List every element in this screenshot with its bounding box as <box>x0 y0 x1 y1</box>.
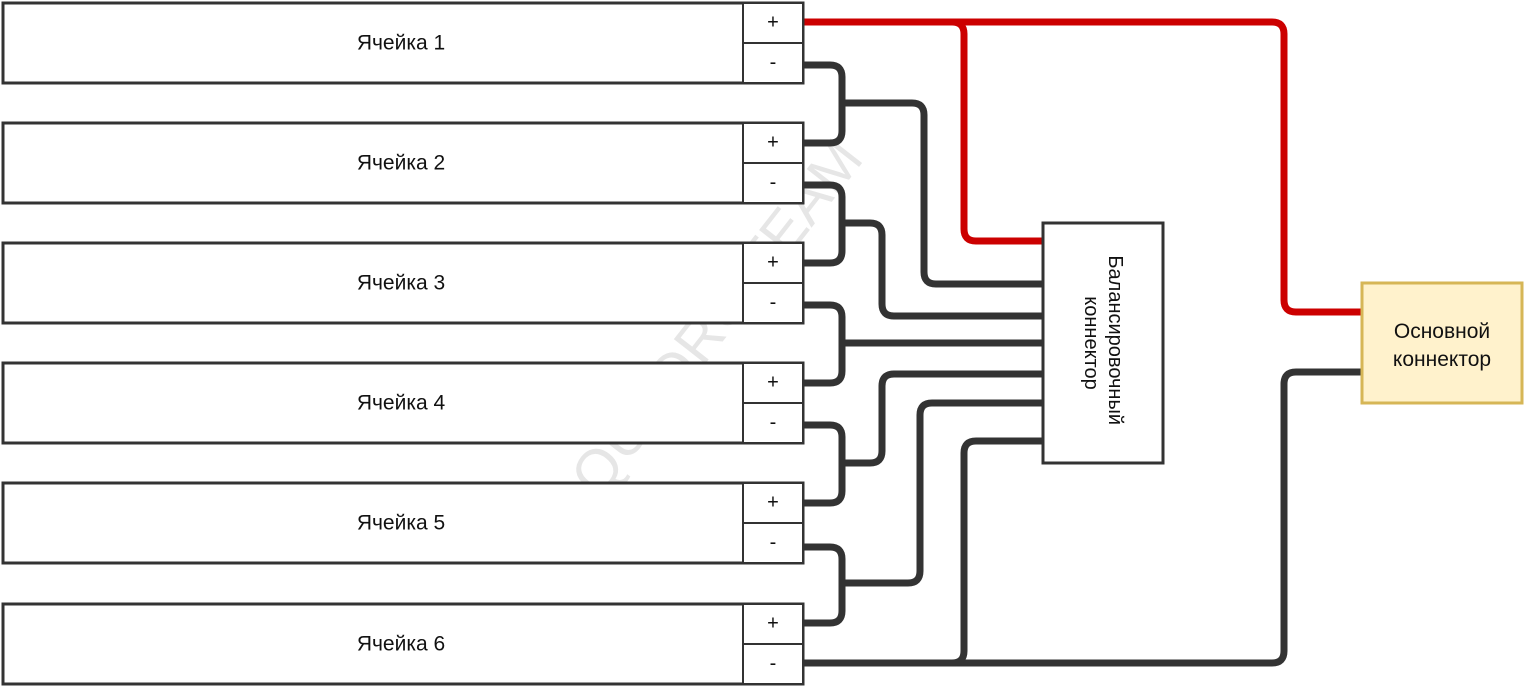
balance-tap-2-3 <box>842 219 1042 320</box>
negative-terminal-label: - <box>770 652 777 674</box>
svg-text:Балансировочный коннекто: Балансировочный коннектор <box>1080 255 1126 430</box>
cell-4: Ячейка 4 + - <box>1 361 805 445</box>
cell-box <box>1 361 805 445</box>
negative-terminal-label: - <box>770 51 777 73</box>
wires <box>803 18 1362 667</box>
balance-connector: Балансировочный коннектор <box>1041 221 1165 465</box>
positive-terminal-label: + <box>767 491 779 513</box>
cell-6: Ячейка 6 + - <box>1 602 805 686</box>
main-connector-box <box>1360 281 1524 405</box>
cell-3: Ячейка 3 + - <box>1 241 805 325</box>
negative-terminal <box>742 643 804 685</box>
positive-terminal <box>742 122 804 164</box>
positive-terminal <box>742 482 804 524</box>
positive-terminal-label: + <box>767 11 779 33</box>
positive-terminal-label: + <box>767 371 779 393</box>
positive-terminal <box>742 2 804 44</box>
series-link-3-4 <box>803 301 846 387</box>
cell-label: Ячейка 2 <box>357 152 445 175</box>
balance-connector-label-line1: Балансировочный <box>1104 255 1126 425</box>
negative-terminal <box>742 402 804 444</box>
main-connector-label-line2: коннектор <box>1393 348 1491 371</box>
negative-terminal-label: - <box>770 531 777 553</box>
main-connector: Основной коннектор <box>1360 281 1524 405</box>
positive-terminal-label: + <box>767 131 779 153</box>
balance-positive-wire <box>951 18 1042 245</box>
negative-terminal-label: - <box>770 411 777 433</box>
negative-terminal <box>742 162 804 204</box>
positive-terminal <box>742 362 804 404</box>
series-link-4-5 <box>803 421 846 507</box>
cell-box <box>1 602 805 686</box>
cell-box <box>1 121 805 205</box>
main-connector-label-line1: Основной <box>1394 320 1490 343</box>
main-negative-wire <box>803 368 1362 667</box>
negative-terminal <box>742 282 804 324</box>
negative-terminal <box>742 42 804 84</box>
cell-label: Ячейка 3 <box>357 272 445 295</box>
main-positive-wire <box>803 18 1362 316</box>
negative-terminal-label: - <box>770 291 777 313</box>
balance-tap-1-2 <box>842 99 1042 288</box>
negative-terminal <box>742 522 804 564</box>
cell-label: Ячейка 4 <box>357 392 446 415</box>
series-link-5-6 <box>803 543 846 627</box>
cell-1: Ячейка 1 + - <box>1 1 805 85</box>
cells: Ячейка 1 + - Ячейка 2 + - Ячейка 3 + - Ячейка 4 + -… <box>1 1 805 686</box>
cell-5: Ячейка 5 + - <box>1 481 805 565</box>
positive-terminal-label: + <box>767 251 779 273</box>
cell-2: Ячейка 2 + - <box>1 121 805 205</box>
positive-terminal-label: + <box>767 612 779 634</box>
negative-terminal-label: - <box>770 171 777 193</box>
cell-label: Ячейка 1 <box>357 32 445 55</box>
positive-terminal <box>742 242 804 284</box>
cell-box <box>1 481 805 565</box>
cell-box <box>1 1 805 85</box>
positive-terminal <box>742 603 804 645</box>
cell-box <box>1 241 805 325</box>
balance-connector-label-line2: коннектор <box>1080 296 1102 389</box>
balance-tap-4-5 <box>842 370 1042 467</box>
cell-label: Ячейка 6 <box>357 633 445 656</box>
balance-connector-box <box>1041 221 1165 465</box>
balance-negative-wire <box>951 437 1042 667</box>
balance-tap-5-6 <box>842 399 1042 587</box>
cell-label: Ячейка 5 <box>357 512 445 535</box>
